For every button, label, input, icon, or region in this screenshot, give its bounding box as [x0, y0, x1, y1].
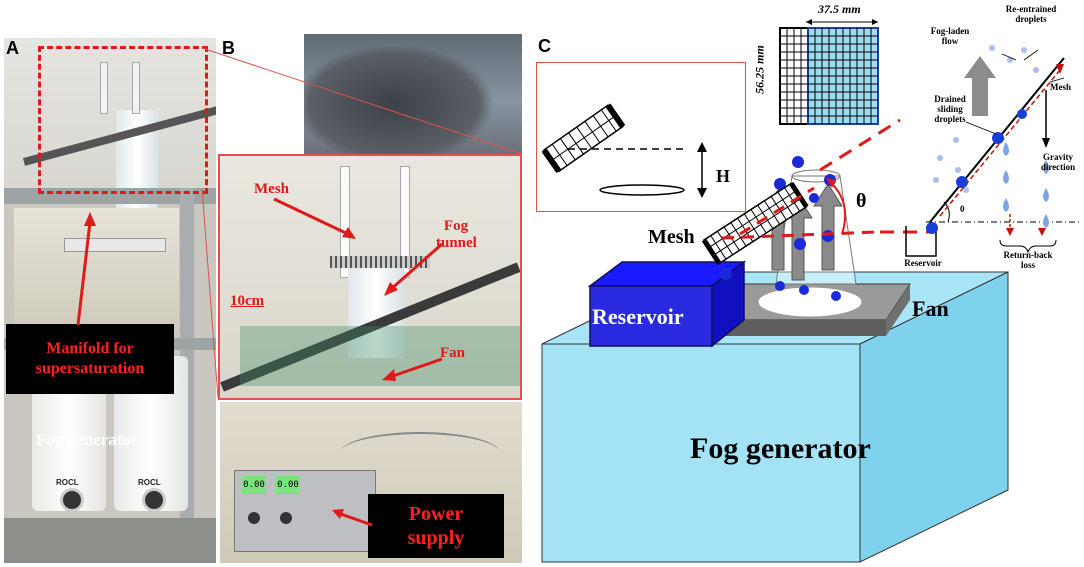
smoke-cloud [304, 44, 494, 164]
reentrained-label: Re-entrained droplets [1005, 4, 1057, 24]
cables [340, 432, 500, 474]
gravity-label: Gravity direction [1040, 152, 1076, 172]
base-plate [4, 518, 216, 563]
knob-icon [142, 488, 166, 512]
psu-display-2: 0.00 [276, 476, 300, 494]
angle-zero-label: 0 [960, 204, 965, 214]
panel-b-mesh-photo [218, 154, 522, 400]
width-dimension: 37.5 mm [818, 2, 861, 16]
fog-flow-drawing [701, 156, 877, 301]
reservoir-diagram-label: Reservoir [592, 304, 684, 329]
fan-diagram-label: Fan [912, 296, 949, 321]
rod-left [340, 166, 350, 278]
dark-droplets [956, 109, 1027, 188]
height-label: H [716, 166, 731, 186]
fan-photo-label: Fan [440, 345, 466, 361]
falling-drop-icons [1003, 142, 1049, 228]
fog-tunnel-label-text: Fog tunnel [436, 218, 477, 251]
height-inset-drawing [541, 103, 707, 198]
theta-label: θ [856, 190, 867, 212]
fog-laden-label: Fog-laden flow [930, 26, 970, 46]
psu-knob-icon [280, 512, 292, 524]
fog-tunnel-arrow [384, 242, 443, 296]
mesh-grid-inset [779, 19, 879, 125]
manifold-label-text: Manifold for supersaturation [35, 340, 145, 377]
mesh-rods [100, 62, 108, 114]
fog-generator-photo-label: Fog generator [36, 430, 139, 449]
power-supply-label-text: Power supply [407, 503, 465, 549]
knob-icon [60, 488, 84, 512]
mesh-small-label: Mesh [1050, 82, 1071, 92]
fog-brand-right: ROCL [138, 478, 161, 487]
fog-tunnel-label: Fog tunnel [436, 218, 477, 252]
power-supply-arrow [332, 509, 373, 527]
manifold-pipe [64, 238, 166, 252]
mesh-diagram-label: Mesh [648, 226, 695, 248]
mesh-grid-photo [330, 256, 430, 268]
manifold-arrow [76, 212, 96, 326]
panel-c-letter: C [538, 36, 551, 56]
fan-photo-arrow [382, 357, 443, 381]
zoom-highlight-box [38, 46, 208, 194]
psu-knob-icon [248, 512, 260, 524]
reservoir-box [587, 260, 747, 348]
fog-brand-left: ROCL [56, 478, 79, 487]
fog-generator-diagram-label: Fog generator [690, 432, 871, 465]
return-back-label: Return-back loss [1003, 250, 1053, 270]
mechanism-drawing [905, 45, 1082, 257]
mesh-photo-arrow [273, 197, 356, 239]
mesh-rods-2 [132, 62, 140, 114]
scale-bar-label: 10cm [230, 293, 265, 309]
manifold-label: Manifold for supersaturation [6, 324, 174, 394]
green-tape [240, 326, 520, 386]
reservoir-small-label: Reservoir [904, 258, 942, 268]
mesh-grid-lines [780, 28, 878, 124]
manifold-area [14, 208, 179, 333]
mesh-photo-label: Mesh [254, 181, 289, 197]
drained-label: Drained sliding droplets [934, 94, 966, 124]
psu-display-1: 0.00 [242, 476, 266, 494]
panel-a-letter: A [6, 38, 19, 58]
power-supply-label: Power supply [368, 494, 504, 558]
panel-b-letter: B [222, 38, 235, 58]
